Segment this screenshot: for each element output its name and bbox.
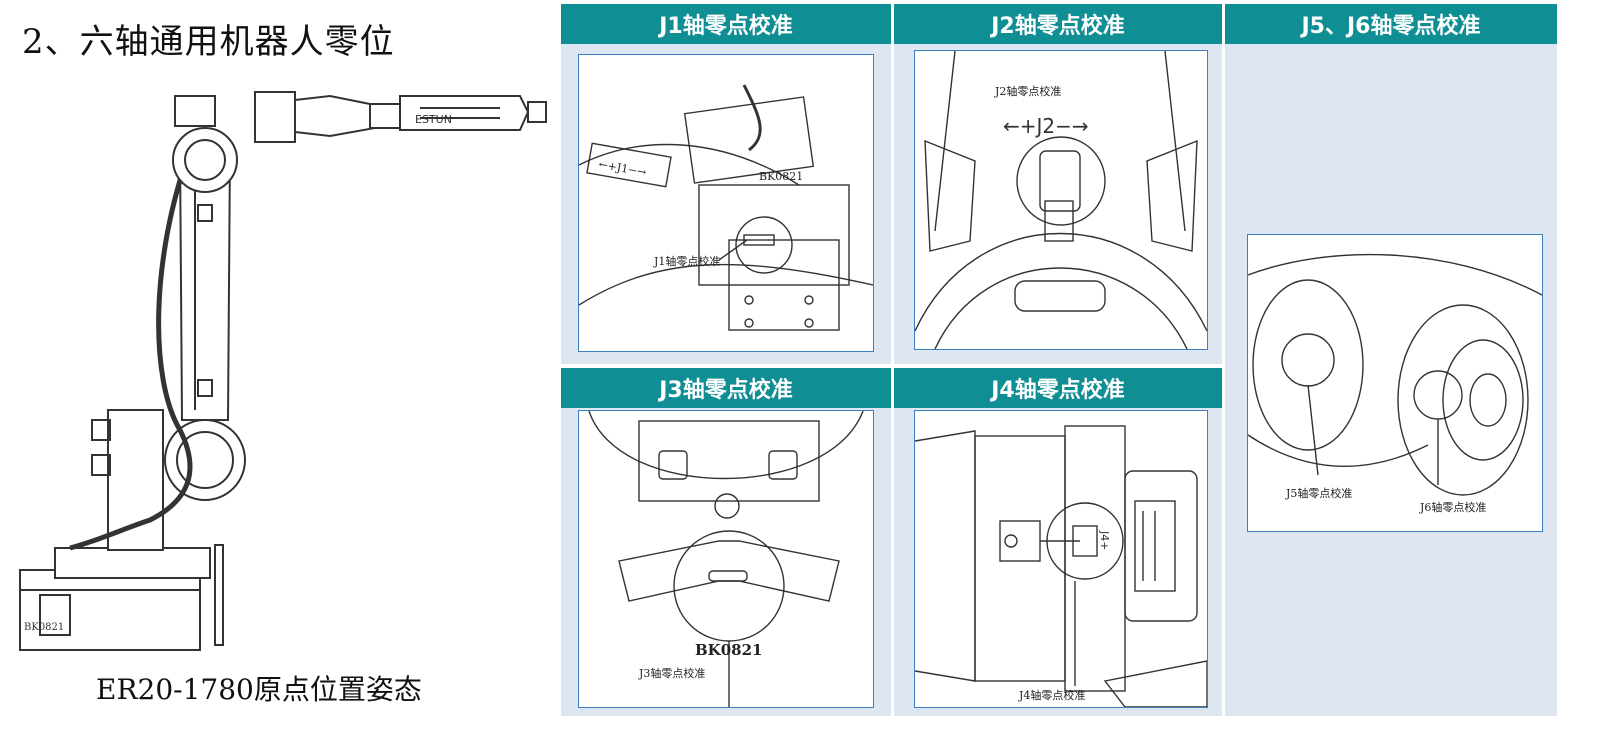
panel-j2-header: J2轴零点校准 bbox=[894, 4, 1222, 44]
panel-j4-header: J4轴零点校准 bbox=[894, 368, 1222, 408]
j1-figure: ←+J1−→ BK0821 J1轴零点校准 bbox=[578, 54, 874, 352]
page-title: 2、六轴通用机器人零位 bbox=[22, 22, 395, 62]
j1-plate-label: BK0821 bbox=[759, 170, 803, 183]
j1-callout-label: J1轴零点校准 bbox=[653, 254, 720, 268]
robot-model-plate: BK0821 bbox=[24, 622, 64, 633]
panel-j2: J2轴零点校准 J2轴零点校准 ←+J2−→ bbox=[894, 4, 1222, 364]
j4-callout-label: J4轴零点校准 bbox=[1018, 688, 1085, 702]
robot-arm-drawing: ESTUN BK0821 bbox=[19, 91, 547, 651]
j6-callout-label: J6轴零点校准 bbox=[1419, 500, 1486, 514]
j5-callout-label: J5轴零点校准 bbox=[1285, 486, 1352, 500]
panel-j3-header: J3轴零点校准 bbox=[561, 368, 891, 408]
j4-figure: J4+ J4轴零点校准 bbox=[914, 410, 1208, 708]
j3-callout-label: J3轴零点校准 bbox=[638, 666, 705, 680]
j2-figure: J2轴零点校准 ←+J2−→ bbox=[914, 50, 1208, 350]
robot-caption: ER20-1780原点位置姿态 bbox=[96, 673, 422, 706]
robot-brand-mark: ESTUN bbox=[415, 113, 452, 126]
j3-figure: BK0821 J3轴零点校准 bbox=[578, 410, 874, 708]
panel-j1: J1轴零点校准 ←+J1−→ BK0821 J1轴零点校准 bbox=[561, 4, 891, 364]
panel-j5-j6: J5、J6轴零点校准 J5轴零点校准 J6轴零点校准 bbox=[1225, 4, 1557, 716]
j4-axis-arrow-label: J4+ bbox=[1098, 530, 1111, 550]
panel-j1-header: J1轴零点校准 bbox=[561, 4, 891, 44]
panel-j5-j6-header: J5、J6轴零点校准 bbox=[1225, 4, 1557, 44]
j5-j6-figure: J5轴零点校准 J6轴零点校准 bbox=[1247, 234, 1543, 532]
panel-j3: J3轴零点校准 BK0821 J3轴零点校准 bbox=[561, 368, 891, 716]
j2-callout-label: J2轴零点校准 bbox=[994, 84, 1061, 98]
j3-plate-label: BK0821 bbox=[695, 641, 762, 659]
j2-axis-arrow-label: ←+J2−→ bbox=[1003, 114, 1089, 138]
panel-j4: J4轴零点校准 J4+ J4轴零点校准 bbox=[894, 368, 1222, 716]
